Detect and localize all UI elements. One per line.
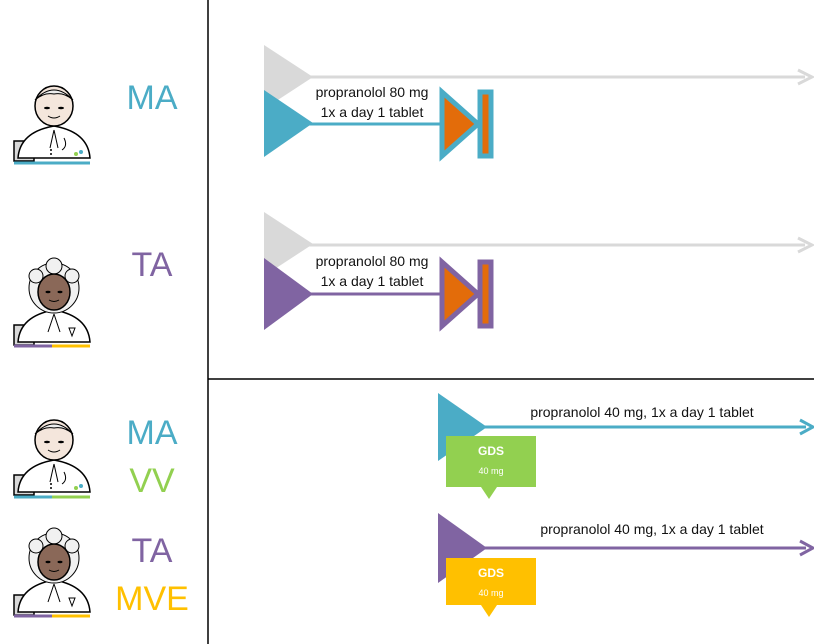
row-4: TA MVE propranolol 40 mg, 1x a day 1 tab…: [13, 513, 814, 618]
role-label: MA: [127, 414, 178, 452]
gds-callout: GDS 40 mg: [446, 558, 536, 617]
stop-end-icon: [442, 92, 491, 156]
row-2: TA propranolol 80 mg 1x a day 1 tablet: [13, 212, 814, 348]
role-label-secondary: MVE: [115, 580, 189, 618]
male-doctor-icon: [13, 85, 91, 162]
female-pharmacist-icon: [13, 527, 91, 616]
gds-dose: 40 mg: [478, 466, 503, 476]
row-3: MA VV propranolol 40 mg, 1x a day 1 tabl…: [13, 393, 814, 500]
male-doctor-icon: [13, 419, 91, 496]
drug-text: propranolol 40 mg, 1x a day 1 tablet: [530, 404, 753, 420]
purple-start-marker: [264, 258, 313, 330]
drug-text: propranolol 40 mg, 1x a day 1 tablet: [540, 521, 763, 537]
purple-arrowhead: [799, 539, 814, 557]
gds-callout: GDS 40 mg: [446, 436, 536, 499]
teal-arrowhead: [799, 418, 814, 436]
female-pharmacist-icon: [13, 257, 91, 346]
gray-start-marker: [264, 212, 313, 276]
teal-start-marker: [264, 90, 313, 157]
gray-start-marker: [264, 45, 313, 109]
drug-line-1: propranolol 80 mg: [316, 253, 429, 269]
drug-line-2: 1x a day 1 tablet: [321, 273, 424, 289]
gray-arrowhead: [797, 68, 814, 86]
gds-title: GDS: [478, 566, 504, 580]
role-label: TA: [132, 246, 173, 284]
role-label-secondary: VV: [129, 462, 175, 500]
drug-line-1: propranolol 80 mg: [316, 84, 429, 100]
role-label: TA: [132, 532, 173, 570]
row-1: MA propranolol 80 mg 1x a day 1 tablet: [13, 45, 814, 165]
stop-end-icon: [442, 262, 491, 326]
drug-line-2: 1x a day 1 tablet: [321, 104, 424, 120]
role-label: MA: [127, 79, 178, 117]
gds-dose: 40 mg: [478, 588, 503, 598]
gray-arrowhead: [797, 236, 814, 254]
gds-title: GDS: [478, 444, 504, 458]
